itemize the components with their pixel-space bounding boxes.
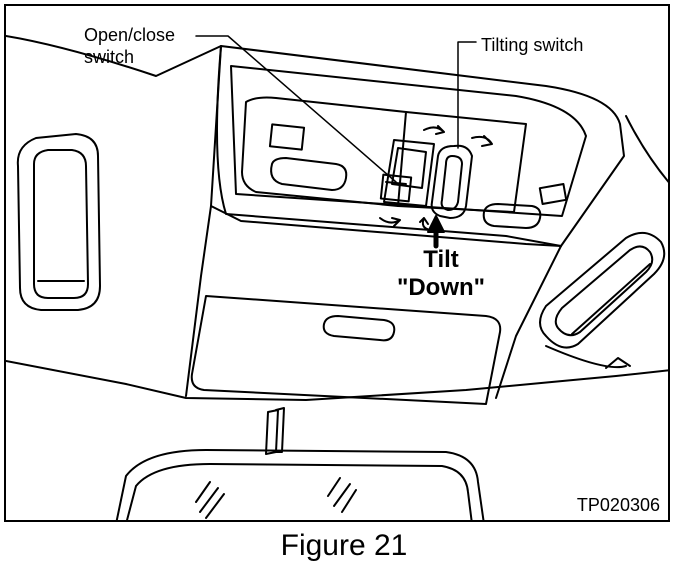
tilt-instruction-line1: Tilt bbox=[423, 246, 459, 273]
figure-caption: Figure 21 bbox=[280, 529, 408, 562]
right-grab-handle bbox=[539, 231, 666, 349]
roof-right-edge bbox=[625, 115, 668, 183]
tilt-down-instruction: Tilt "Down" bbox=[381, 246, 501, 302]
left-grab-handle bbox=[16, 133, 101, 311]
dome-light-lens bbox=[190, 295, 502, 405]
sunroof-switch-panel bbox=[241, 96, 568, 229]
open-close-callout-line1: Open/close bbox=[84, 25, 176, 45]
mirror-glare-right bbox=[327, 477, 357, 513]
open-close-switch bbox=[379, 139, 435, 207]
overhead-console-illustration bbox=[6, 35, 668, 520]
mirror-stem bbox=[265, 407, 285, 455]
tilting-switch-callout: Tilting switch bbox=[481, 35, 584, 55]
open-close-leader bbox=[195, 35, 397, 183]
figure-frame: Open/close switch Tilting switch Tilt "D… bbox=[4, 4, 670, 522]
right-clip bbox=[605, 357, 631, 369]
rear-view-mirror bbox=[115, 449, 485, 520]
left-lamp-lens bbox=[268, 123, 306, 151]
console-housing bbox=[185, 45, 625, 399]
tilting-switch bbox=[430, 144, 473, 219]
tilt-arrow-top bbox=[471, 135, 493, 147]
figure-code: TP020306 bbox=[576, 495, 660, 515]
right-map-lamp-button bbox=[482, 203, 542, 229]
open-close-callout-line2: switch bbox=[84, 47, 135, 67]
tilting-switch-leader bbox=[457, 41, 477, 149]
right-trim bbox=[545, 345, 627, 369]
tilt-arrow-bottom bbox=[419, 217, 431, 231]
left-map-lamp-button bbox=[270, 157, 348, 191]
headliner-lower bbox=[6, 360, 668, 401]
open-close-arrow-top bbox=[423, 125, 445, 135]
right-lamp-lens bbox=[538, 183, 568, 205]
tilt-down-arrow bbox=[427, 215, 445, 249]
open-close-arrow-bottom bbox=[379, 217, 401, 227]
tilt-instruction-line2: "Down" bbox=[396, 274, 486, 301]
open-close-switch-callout: Open/close switch bbox=[84, 24, 175, 68]
mirror-glare-left bbox=[195, 481, 225, 519]
headliner-edge bbox=[6, 35, 222, 77]
